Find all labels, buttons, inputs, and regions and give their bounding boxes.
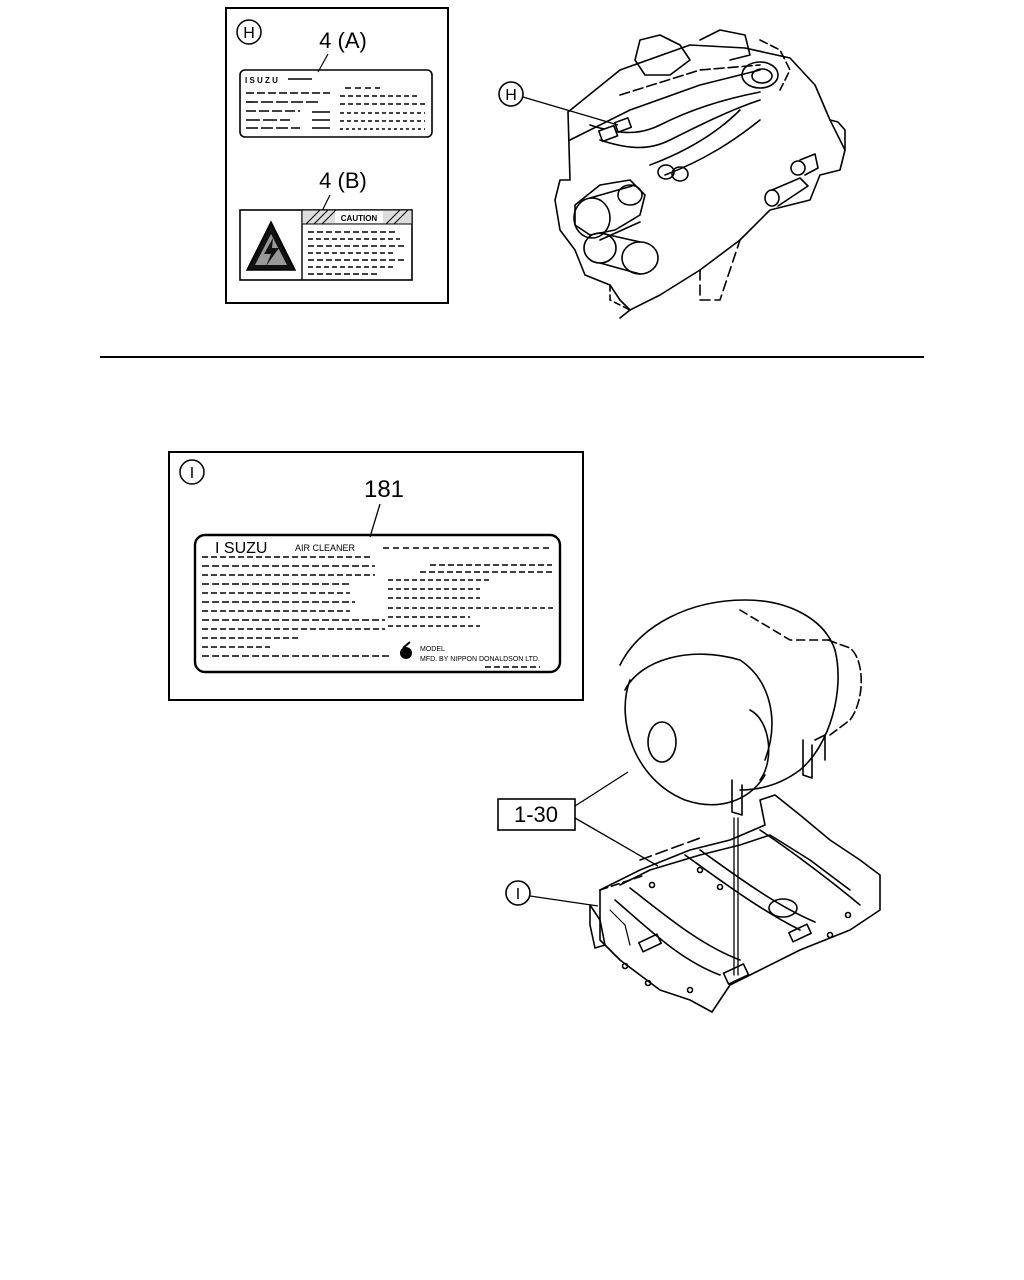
bottom-inset-panel: I 181 I SUZU AIR CLEANER — [168, 451, 584, 701]
air-cleaner-label-mfd: MFD. BY NIPPON DONALDSON LTD. — [420, 656, 540, 663]
warning-triangle-icon — [245, 220, 297, 271]
assembly-ref-1-30: 1-30 — [497, 771, 659, 867]
air-cleaner-label-model: MODEL — [420, 646, 445, 653]
label-4a-leader — [317, 53, 329, 73]
inset-marker-i: I — [179, 459, 205, 485]
top-inset-panel: H 4 (A) I S U Z U — [225, 7, 449, 304]
label-4b-ref: 4 (B) — [319, 168, 367, 193]
callout-h: H — [498, 81, 619, 126]
inset-marker-h-text: H — [243, 25, 255, 42]
air-cleaner-label-plate: I SUZU AIR CLEANER — [193, 533, 562, 674]
chassis-frame-illustration — [589, 794, 881, 1013]
engine-illustration — [554, 29, 846, 319]
label-4a-brand: I S U Z U — [245, 76, 278, 85]
label-181-ref: 181 — [364, 476, 404, 503]
label-4b-plate: CAUTION — [239, 209, 413, 281]
air-cleaner-label-subtitle: AIR CLEANER — [295, 543, 356, 553]
air-cleaner-label-brand: I SUZU — [215, 540, 267, 557]
callout-h-text: H — [505, 87, 517, 104]
callout-i: I — [505, 880, 599, 907]
label-4b-leader — [321, 194, 331, 212]
inset-marker-h: H — [236, 19, 262, 45]
label-4b-header: CAUTION — [341, 214, 378, 223]
label-4a-ref: 4 (A) — [319, 28, 367, 53]
inset-marker-i-text: I — [190, 465, 194, 482]
callout-i-text: I — [516, 886, 520, 903]
donaldson-logo-icon — [400, 641, 412, 659]
label-181-leader — [369, 503, 381, 538]
assembly-ref-1-30-text: 1-30 — [514, 802, 558, 827]
air-cleaner-illustration — [619, 599, 863, 976]
label-4a-plate: I S U Z U — [239, 69, 433, 138]
